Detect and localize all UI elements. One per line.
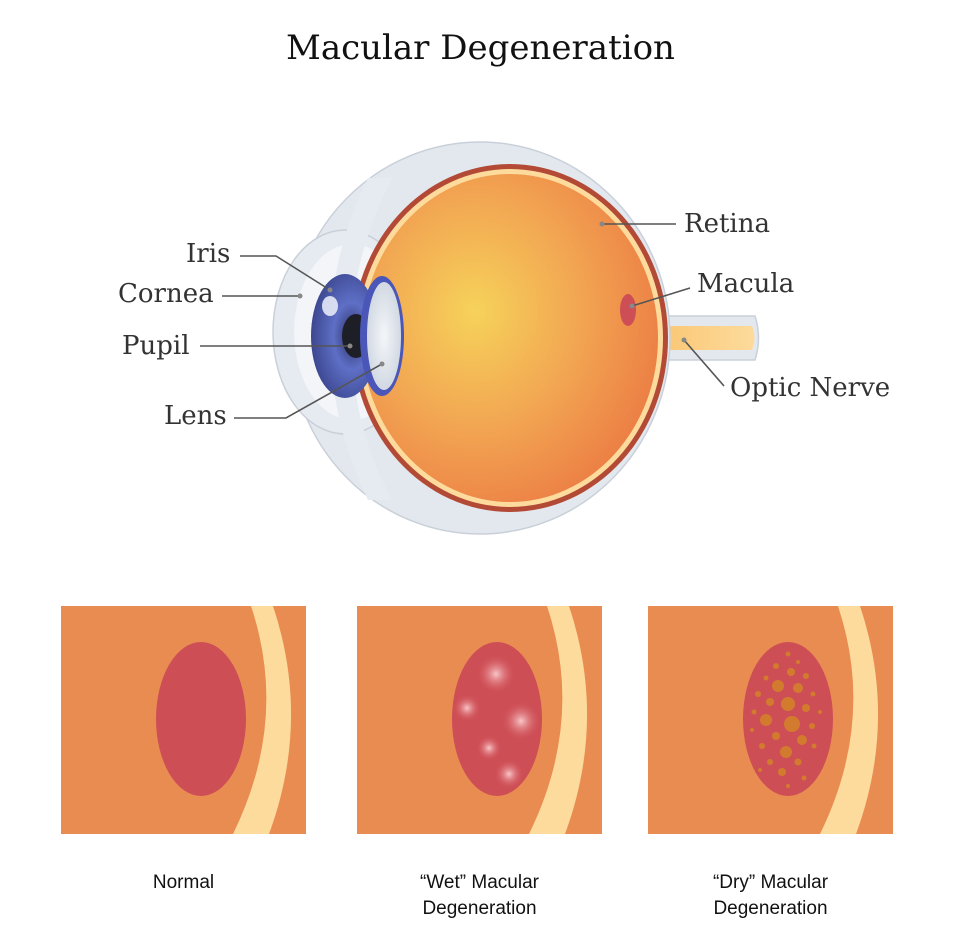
caption-line: “Dry” Macular [712, 872, 829, 893]
caption-dry: “Dry” Macular Degeneration [648, 870, 893, 922]
drusen-deposits [750, 651, 822, 788]
macula-shape [620, 294, 636, 326]
iris-highlight-shape [322, 296, 338, 316]
page-title: Macular Degeneration [286, 28, 675, 68]
eye-cross-section-diagram: Iris Cornea Pupil Lens Retina Macula Opt… [118, 141, 890, 535]
vitreous-shape [362, 174, 658, 502]
caption-normal: Normal [61, 870, 306, 896]
label-pupil: Pupil [122, 331, 190, 361]
macula-normal-shape [156, 642, 246, 796]
caption-wet: “Wet” Macular Degeneration [357, 870, 602, 922]
anterior-chamber-shape [330, 178, 392, 500]
lens-shape [367, 282, 401, 390]
label-macula: Macula [697, 269, 794, 299]
label-optic-nerve: Optic Nerve [730, 373, 890, 403]
panel-wet [357, 606, 602, 834]
caption-line: Degeneration [422, 898, 537, 919]
caption-line: Degeneration [713, 898, 828, 919]
label-retina: Retina [684, 209, 770, 239]
retina-band-shape [529, 606, 588, 834]
retina-band-shape [233, 606, 292, 834]
label-cornea: Cornea [118, 279, 214, 309]
panel-dry [648, 606, 893, 834]
label-lens: Lens [164, 401, 227, 431]
macula-wet-shape [452, 642, 542, 796]
caption-line: “Wet” Macular [420, 872, 539, 893]
leader-lines [200, 221, 725, 419]
wet-blotches [453, 654, 541, 789]
label-iris: Iris [186, 239, 230, 269]
panel-normal [61, 606, 306, 834]
caption-line: Normal [152, 872, 215, 893]
retina-band-shape [820, 606, 879, 834]
